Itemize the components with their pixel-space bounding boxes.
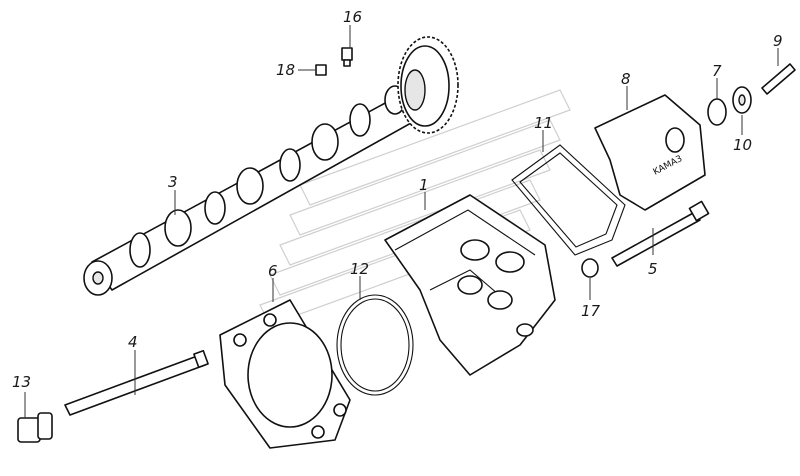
washer-17 bbox=[581, 258, 599, 278]
leader-lines bbox=[24, 25, 779, 418]
valve-cover: KAMA3 bbox=[594, 94, 706, 211]
callout-8: 8 bbox=[621, 70, 631, 88]
callout-6: 6 bbox=[268, 262, 278, 280]
head-bolt-5 bbox=[611, 200, 710, 267]
camshaft bbox=[83, 85, 421, 296]
callout-4: 4 bbox=[128, 333, 138, 351]
o-ring bbox=[336, 294, 414, 396]
callout-1: 1 bbox=[419, 176, 429, 194]
callout-17: 17 bbox=[581, 302, 601, 320]
head-gasket bbox=[219, 299, 351, 449]
callout-11: 11 bbox=[534, 114, 553, 132]
bolt-16 bbox=[341, 47, 353, 67]
camshaft-gear bbox=[397, 36, 459, 134]
callout-7: 7 bbox=[712, 62, 722, 80]
valve-cover-gasket bbox=[511, 144, 626, 256]
callout-10: 10 bbox=[733, 136, 752, 154]
clip-18 bbox=[315, 64, 327, 76]
callout-labels: 16 18 3 1 4 13 6 12 11 8 7 9 10 5 17 bbox=[12, 8, 783, 391]
washer-7 bbox=[707, 98, 727, 126]
stud-bolt-9 bbox=[761, 63, 796, 95]
callout-9: 9 bbox=[773, 32, 783, 50]
callout-13: 13 bbox=[12, 373, 31, 391]
plug-13 bbox=[17, 412, 53, 443]
callout-16: 16 bbox=[343, 8, 362, 26]
cylinder-head bbox=[384, 194, 556, 376]
callout-12: 12 bbox=[350, 260, 369, 278]
callout-5: 5 bbox=[648, 260, 658, 278]
callout-3: 3 bbox=[168, 173, 178, 191]
washer-10 bbox=[732, 86, 752, 114]
tube-4 bbox=[64, 349, 209, 416]
callout-18: 18 bbox=[276, 61, 295, 79]
